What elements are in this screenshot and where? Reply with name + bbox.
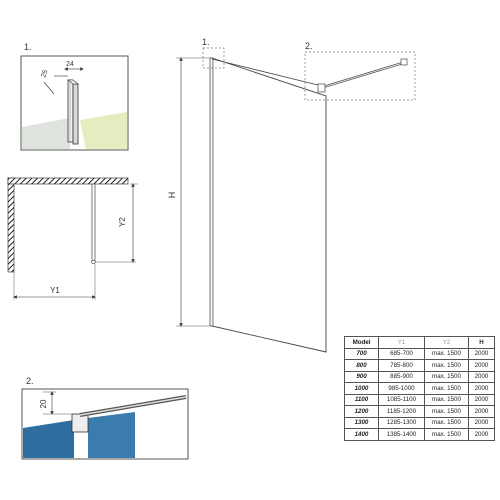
detail-1-view: 1. 25 24 <box>20 42 129 151</box>
dim-20-label: 20 <box>39 399 48 408</box>
main-wall-profile <box>209 57 214 327</box>
height-label: H <box>167 192 177 199</box>
col-header-h: H <box>468 336 495 349</box>
plan-glass-panel <box>91 183 96 263</box>
main-view: 1. 2. H <box>167 37 416 353</box>
detail-1-floor-right <box>80 112 127 149</box>
col-header-y1: Y1 <box>378 336 425 349</box>
detail-2-view: 2. 20 <box>21 376 189 460</box>
callout-1-label: 1. <box>202 37 210 47</box>
plan-view: Y2 Y1 <box>7 177 138 300</box>
callout-2-label: 2. <box>305 41 313 51</box>
plan-wall-top <box>7 177 129 185</box>
plan-wall-left <box>7 177 15 273</box>
col-header-model: Model <box>344 336 379 349</box>
glass-edge <box>72 83 79 145</box>
table-header-row: Model Y1 Y2 H <box>344 336 495 349</box>
stabilizer-line <box>211 58 323 87</box>
wall-mount <box>400 58 408 66</box>
detail-2-glass-right <box>88 412 135 458</box>
col-header-y2: Y2 <box>424 336 469 349</box>
detail-1-floor-left <box>22 118 70 149</box>
y1-label: Y1 <box>50 286 60 295</box>
detail-2-clamp <box>71 413 89 433</box>
y2-label: Y2 <box>118 217 127 227</box>
glass-panel <box>211 57 327 353</box>
detail-2-glass-left <box>23 420 74 458</box>
stabilizer-clamp <box>317 83 326 93</box>
wall-profile <box>67 79 74 143</box>
dim-24-label: 24 <box>66 61 74 68</box>
detail-2-title: 2. <box>26 376 34 386</box>
callout-2-box <box>304 51 416 101</box>
detail-1-title: 1. <box>24 42 32 52</box>
dim-25-label: 25 <box>40 69 49 79</box>
